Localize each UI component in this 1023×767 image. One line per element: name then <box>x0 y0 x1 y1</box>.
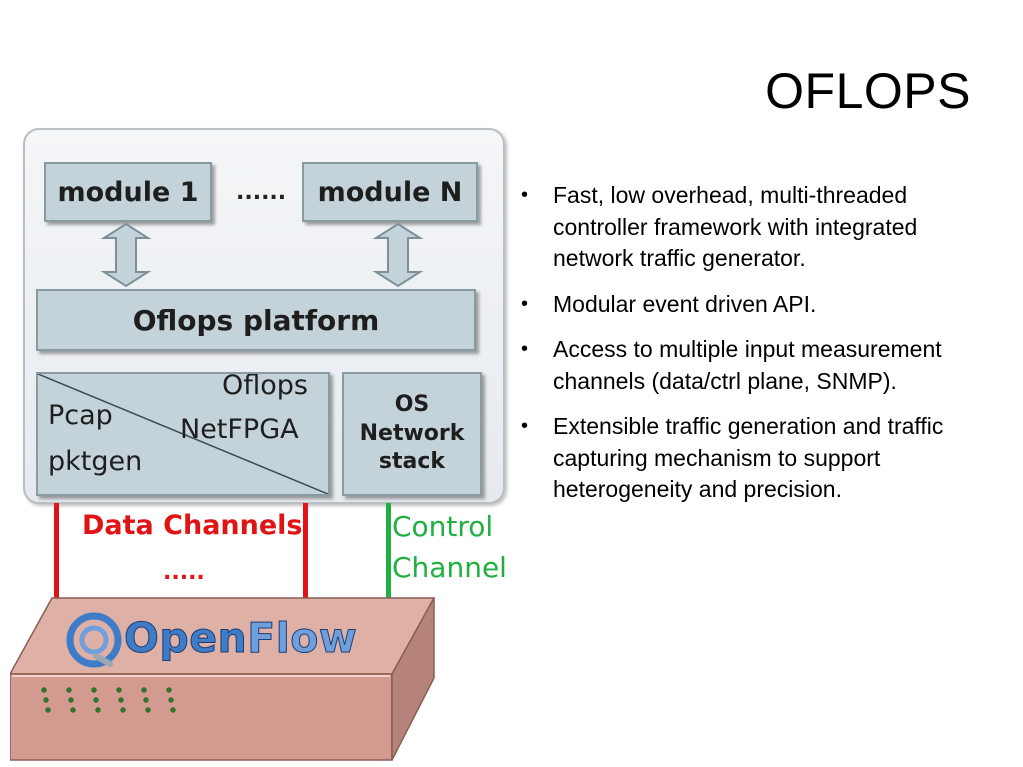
feature-bullet-list: Fast, low overhead, multi-threaded contr… <box>517 180 987 520</box>
channel-label: Channel <box>392 550 507 584</box>
openflow-logo-icon <box>66 612 122 668</box>
bullet-item: Access to multiple input measurement cha… <box>517 334 987 397</box>
bullet-item: Modular event driven API. <box>517 289 987 321</box>
oflops-label: Oflops <box>222 372 308 401</box>
bullet-item: Extensible traffic generation and traffi… <box>517 411 987 506</box>
data-channel-line-right <box>303 503 308 598</box>
module-1-box: module 1 <box>44 162 212 222</box>
data-channel-line-left <box>54 503 59 598</box>
pktgen-label: pktgen <box>48 446 143 477</box>
bullet-item: Fast, low overhead, multi-threaded contr… <box>517 180 987 275</box>
control-channel-label: Control Channel <box>392 507 507 588</box>
pcap-netfpga-box: Pcap pktgen Oflops NetFPGA <box>36 372 330 496</box>
diagonal-divider <box>38 374 328 494</box>
control-channel-line <box>386 503 391 598</box>
os-network-stack-box: OS Network stack <box>342 372 482 496</box>
oflops-platform-box: Oflops platform <box>36 289 476 351</box>
pcap-label: Pcap <box>48 400 113 431</box>
stack-label: stack <box>378 449 446 475</box>
control-label: Control <box>392 510 494 543</box>
module-1-double-arrow-icon <box>100 222 152 288</box>
switch-port-leds <box>41 687 176 713</box>
data-channels-label: Data Channels <box>82 510 303 541</box>
slide-title: OFLOPS <box>765 63 971 119</box>
logo-flow: Flow <box>247 614 358 663</box>
os-label: OS <box>394 392 430 418</box>
netfpga-label: NetFPGA <box>180 414 299 445</box>
openflow-logo-text: OpenFlow <box>123 614 358 663</box>
module-n-box: module N <box>302 162 478 222</box>
modules-ellipsis: ...... <box>236 180 287 205</box>
module-n-double-arrow-icon <box>372 222 424 288</box>
network-label: Network <box>359 420 465 446</box>
logo-open: Open <box>123 614 248 663</box>
data-channels-ellipsis: ..... <box>163 560 205 585</box>
